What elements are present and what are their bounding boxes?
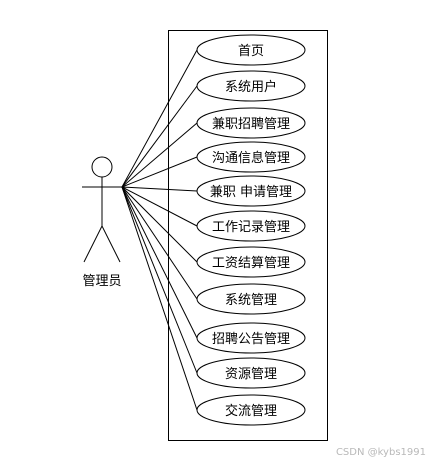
use-case: 兼职招聘管理	[196, 107, 306, 139]
actor-head	[91, 156, 113, 178]
association-line	[121, 186, 198, 300]
association-line	[121, 122, 198, 188]
actor-figure	[82, 156, 122, 263]
actor-right-leg	[101, 225, 121, 263]
use-case: 招聘公告管理	[196, 322, 306, 354]
use-case-label: 交流管理	[225, 403, 277, 419]
use-case-ellipse	[196, 34, 306, 66]
association-line	[121, 186, 198, 374]
use-case: 兼职 申请管理	[196, 175, 306, 207]
use-case: 沟通信息管理	[196, 141, 306, 173]
use-case-label: 兼职招聘管理	[212, 117, 290, 132]
use-case: 系统管理	[196, 283, 306, 315]
use-case-label: 系统用户	[225, 79, 277, 95]
actor-label: 管理员	[82, 274, 121, 289]
use-case: 资源管理	[196, 357, 306, 389]
watermark: CSDN @kybs1991	[335, 447, 426, 458]
use-case-label: 招聘公告管理	[212, 332, 290, 347]
association-line	[121, 156, 198, 188]
use-case: 交流管理	[196, 394, 306, 426]
use-case-ellipse	[196, 175, 306, 207]
use-case-label: 资源管理	[225, 367, 277, 382]
association-line	[121, 49, 198, 188]
use-case-label: 兼职 申请管理	[210, 185, 292, 200]
use-case-ellipse	[196, 210, 306, 242]
use-case: 系统用户	[196, 70, 306, 102]
system-boundary	[168, 30, 328, 441]
association-line	[121, 186, 198, 339]
association-lines	[121, 49, 198, 411]
use-case-label: 系统管理	[225, 293, 277, 308]
association-line	[121, 85, 198, 188]
use-case-ellipse	[196, 107, 306, 139]
use-case-ellipse	[196, 394, 306, 426]
use-case: 工作记录管理	[196, 210, 306, 242]
association-line	[121, 186, 198, 263]
use-case-label: 工资结算管理	[212, 256, 290, 271]
use-case-label: 沟通信息管理	[212, 150, 290, 166]
use-case-ellipse	[196, 322, 306, 354]
use-case-ellipse	[196, 70, 306, 102]
use-case-label: 首页	[238, 44, 264, 59]
use-case-ellipse	[196, 283, 306, 315]
actor-left-leg	[83, 225, 103, 263]
association-line	[121, 186, 198, 192]
use-case-ellipse	[196, 246, 306, 278]
use-case: 工资结算管理	[196, 246, 306, 278]
use-case-ellipse	[196, 141, 306, 173]
use-case: 首页	[196, 34, 306, 66]
association-line	[121, 186, 198, 227]
use-case-ellipse	[196, 357, 306, 389]
use-case-label: 工作记录管理	[212, 220, 290, 235]
association-line	[121, 186, 198, 411]
